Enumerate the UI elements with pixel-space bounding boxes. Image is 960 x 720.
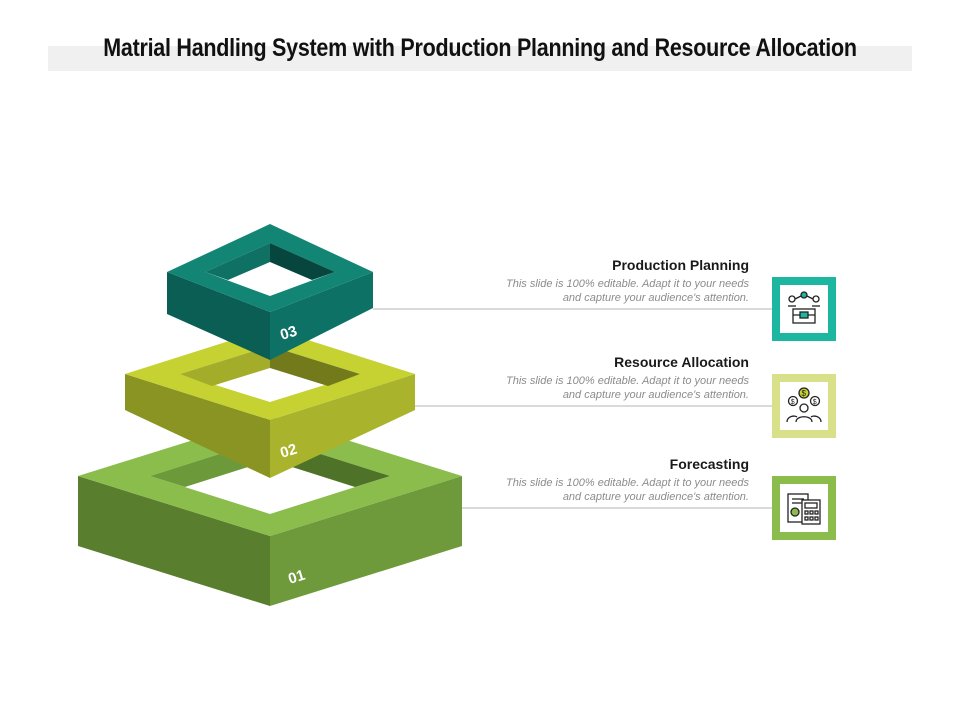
level-02-top-face (125, 328, 415, 420)
forecasting-icon-box (772, 476, 836, 540)
level-02-left-face (125, 374, 270, 478)
level-03-number: 03 (278, 323, 299, 344)
resource-allocation-description: This slide is 100% editable. Adapt it to… (449, 374, 749, 402)
level-01-number: 01 (286, 567, 307, 588)
resource-allocation-block: Resource Allocation This slide is 100% e… (449, 354, 749, 402)
svg-text:$: $ (791, 399, 795, 406)
level-03-frame: 03 (167, 224, 373, 360)
forecasting-desc-line2: and capture your audience's attention. (562, 491, 749, 503)
level-03-top-face (167, 224, 373, 312)
level-02-frame: 02 (125, 328, 415, 478)
level-01-left-face (78, 476, 270, 606)
level-03-right-face (270, 272, 373, 360)
resource-allocation-icon: $ $ $ (786, 387, 822, 423)
production-planning-desc-line2: and capture your audience's attention. (562, 292, 749, 304)
production-planning-description: This slide is 100% editable. Adapt it to… (449, 277, 749, 305)
production-planning-icon-box (772, 277, 836, 341)
forecasting-icon (787, 493, 821, 525)
production-planning-icon (788, 291, 820, 324)
level-02-right-face (270, 374, 415, 478)
title-band (48, 46, 912, 71)
level-02-inner-wall-left (180, 346, 270, 386)
resource-allocation-icon-box: $ $ $ (772, 374, 836, 438)
forecasting-desc-line1: This slide is 100% editable. Adapt it to… (506, 477, 749, 489)
page-title: Matrial Handling System with Production … (103, 34, 857, 62)
level-03-inner-wall-right (270, 243, 335, 280)
forecasting-heading: Forecasting (669, 456, 749, 472)
resource-allocation-desc-line2: and capture your audience's attention. (562, 389, 749, 401)
svg-text:$: $ (813, 399, 817, 406)
level-01-right-face (270, 476, 462, 606)
svg-text:$: $ (802, 389, 807, 398)
level-02-inner-wall-right (270, 346, 360, 386)
resource-allocation-desc-line1: This slide is 100% editable. Adapt it to… (506, 375, 749, 387)
level-02-number: 02 (278, 441, 299, 462)
resource-allocation-heading: Resource Allocation (614, 354, 749, 370)
forecasting-description: This slide is 100% editable. Adapt it to… (449, 476, 749, 504)
production-planning-desc-line1: This slide is 100% editable. Adapt it to… (506, 278, 749, 290)
production-planning-heading: Production Planning (612, 257, 749, 273)
level-01-frame: 01 (78, 416, 462, 606)
level-03-left-face (167, 272, 270, 360)
level-01-top-face (78, 416, 462, 536)
production-planning-block: Production Planning This slide is 100% e… (449, 257, 749, 305)
level-03-inner-wall-left (205, 243, 270, 280)
forecasting-block: Forecasting This slide is 100% editable.… (449, 456, 749, 504)
